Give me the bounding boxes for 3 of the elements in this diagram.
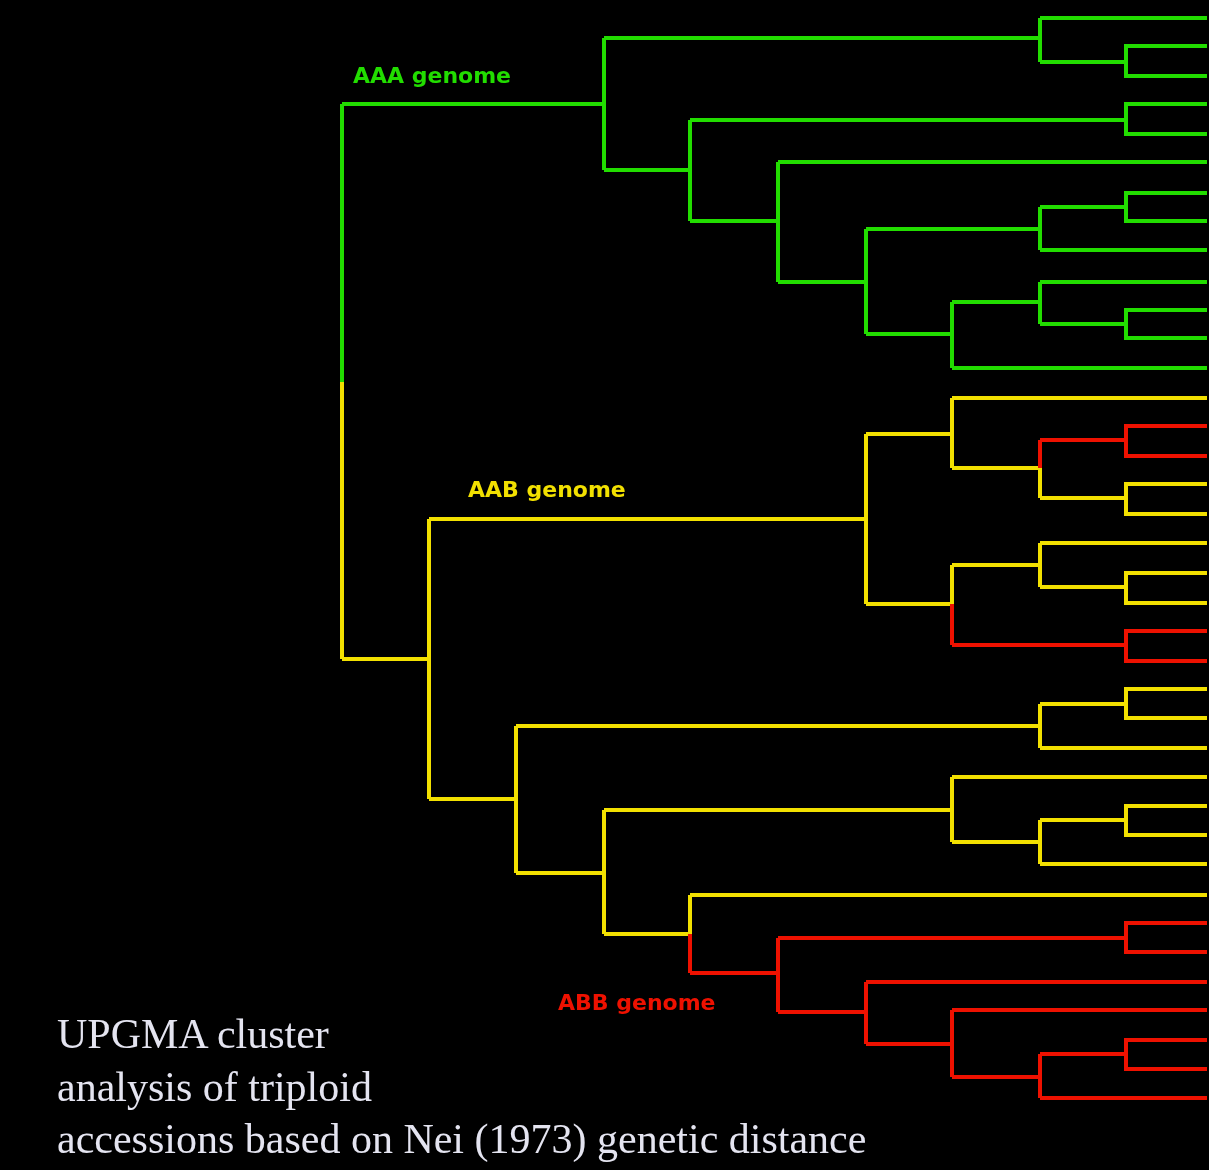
clade-label: AAB genome: [468, 477, 626, 502]
clade-label: ABB genome: [558, 990, 716, 1015]
clade-label: AAA genome: [353, 63, 512, 88]
